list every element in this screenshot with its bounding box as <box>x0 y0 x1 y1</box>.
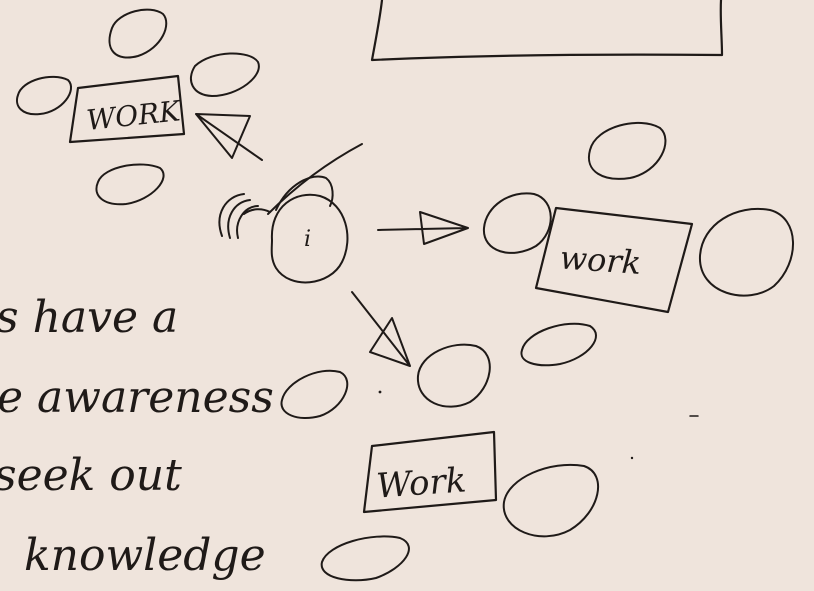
arrow-to-right <box>377 211 469 245</box>
top-left-bubble-left <box>16 75 72 116</box>
work-label-top-left: WORK <box>85 94 184 137</box>
note-line-4: knowledge <box>24 530 266 581</box>
bottom-bubble-left <box>280 369 349 419</box>
right-bubble-bottom <box>520 322 597 367</box>
note-line-1: s have a <box>0 292 178 343</box>
note-line-2: re awareness <box>0 372 274 423</box>
person-hand <box>218 193 271 239</box>
top-left-bubble-top <box>108 8 168 59</box>
right-bubble-left <box>482 192 552 254</box>
work-label-right: work <box>559 238 643 282</box>
top-frame <box>370 0 724 62</box>
bottom-bubble-bottom <box>320 535 410 582</box>
person-label: i <box>304 227 311 252</box>
ink-speck-1 <box>378 390 382 394</box>
right-bubble-top <box>587 121 667 180</box>
right-bubble-right <box>698 207 794 297</box>
bottom-bubble-right <box>502 463 600 538</box>
work-label-bottom: Work <box>375 460 468 506</box>
person-hat <box>275 175 334 211</box>
arrow-to-top-left <box>195 113 263 161</box>
bottom-bubble-top <box>416 343 491 408</box>
top-left-bubble-bottom <box>95 163 165 206</box>
note-line-3: seek out <box>0 450 182 501</box>
top-left-cluster: WORK <box>16 8 263 206</box>
work-box-bottom <box>362 430 498 514</box>
work-box-top-left <box>68 74 186 144</box>
ink-speck-3 <box>630 456 634 460</box>
person-hat-line <box>267 143 363 215</box>
work-box-right <box>534 206 694 314</box>
person-figure: i <box>218 143 363 284</box>
right-cluster: work <box>482 121 794 367</box>
arrow-to-bottom <box>351 291 411 367</box>
person-head <box>270 193 349 284</box>
handwritten-notes: s have a re awareness seek out knowledge <box>0 292 274 581</box>
bottom-cluster: Work <box>280 343 600 582</box>
top-left-bubble-right <box>190 52 260 97</box>
